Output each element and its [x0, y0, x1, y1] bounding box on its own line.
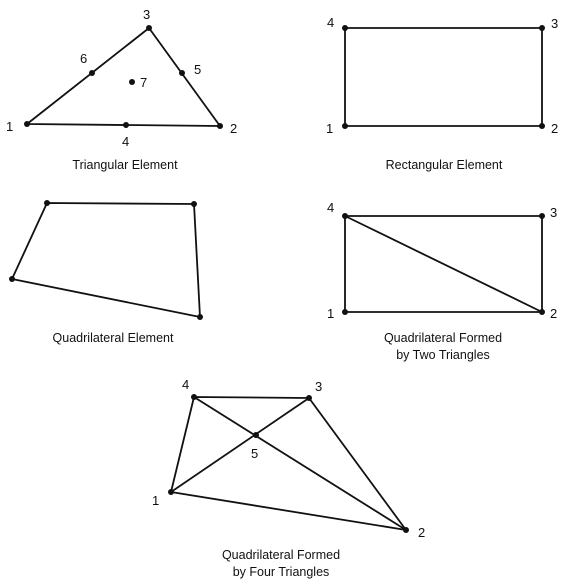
quad4-node-3 [306, 395, 312, 401]
quad2-node-1 [342, 309, 348, 315]
quad2-label-4: 4 [327, 200, 334, 215]
quad4-node-2 [403, 527, 409, 533]
quad2-diagonal [344, 215, 543, 313]
rect-node-4 [342, 25, 348, 31]
tri-label-1: 1 [6, 119, 13, 134]
quad4-label-5: 5 [251, 446, 258, 461]
rect-node-2 [539, 123, 545, 129]
rect-label-3: 3 [551, 16, 558, 31]
tri-caption: Triangular Element [72, 158, 178, 172]
rect-node-3 [539, 25, 545, 31]
tri-label-5: 5 [194, 62, 201, 77]
quad4-diagonal-4-2 [193, 396, 407, 531]
rect-node-1 [342, 123, 348, 129]
quad4-node-4 [191, 394, 197, 400]
quad-two-triangles: 1 2 3 4 Quadrilateral Formed by Two Tria… [327, 200, 557, 362]
tri-label-2: 2 [230, 121, 237, 136]
quad2-label-3: 3 [550, 205, 557, 220]
tri-label-3: 3 [143, 7, 150, 22]
quad2-label-1: 1 [327, 306, 334, 321]
quad-node-a [44, 200, 50, 206]
quad2-label-2: 2 [550, 306, 557, 321]
tri-node-5 [179, 70, 185, 76]
rect-caption: Rectangular Element [386, 158, 503, 172]
rect-label-1: 1 [326, 121, 333, 136]
quad2-node-3 [539, 213, 545, 219]
quad4-label-3: 3 [315, 379, 322, 394]
quad4-label-2: 2 [418, 525, 425, 540]
quad4-node-5 [253, 432, 259, 438]
quad-caption: Quadrilateral Element [53, 331, 174, 345]
quad-node-c [197, 314, 203, 320]
quad4-caption-line2: by Four Triangles [233, 565, 330, 579]
tri-label-4: 4 [122, 134, 129, 149]
quad2-node-4 [342, 213, 348, 219]
quad4-node-1 [168, 489, 174, 495]
rect-label-4: 4 [327, 15, 334, 30]
quad2-edges [344, 215, 543, 313]
quad-node-b [191, 201, 197, 207]
quad4-caption-line1: Quadrilateral Formed [222, 548, 340, 562]
quad-edges [11, 202, 201, 318]
rect-label-2: 2 [551, 121, 558, 136]
quad2-caption-line1: Quadrilateral Formed [384, 331, 502, 345]
tri-node-1 [24, 121, 30, 127]
triangular-element: 1 2 3 4 5 6 7 Triangular Element [6, 7, 237, 172]
quad4-diagonal-1-3 [170, 397, 310, 493]
tri-label-7: 7 [140, 75, 147, 90]
tri-node-3 [146, 25, 152, 31]
quadrilateral-element: Quadrilateral Element [9, 200, 203, 345]
tri-node-7 [129, 79, 135, 85]
tri-node-6 [89, 70, 95, 76]
quad2-node-2 [539, 309, 545, 315]
quad4-label-4: 4 [182, 377, 189, 392]
triangle-edges [26, 27, 221, 127]
quad4-edges [170, 396, 407, 531]
rectangular-element: 1 2 3 4 Rectangular Element [326, 15, 558, 172]
tri-label-6: 6 [80, 51, 87, 66]
quad2-caption-line2: by Two Triangles [396, 348, 490, 362]
tri-node-2 [217, 123, 223, 129]
rect-edges [344, 27, 543, 127]
quad-four-triangles: 1 2 3 4 5 Quadrilateral Formed by Four T… [152, 377, 425, 579]
quad-node-d [9, 276, 15, 282]
tri-node-4 [123, 122, 129, 128]
quad4-label-1: 1 [152, 493, 159, 508]
